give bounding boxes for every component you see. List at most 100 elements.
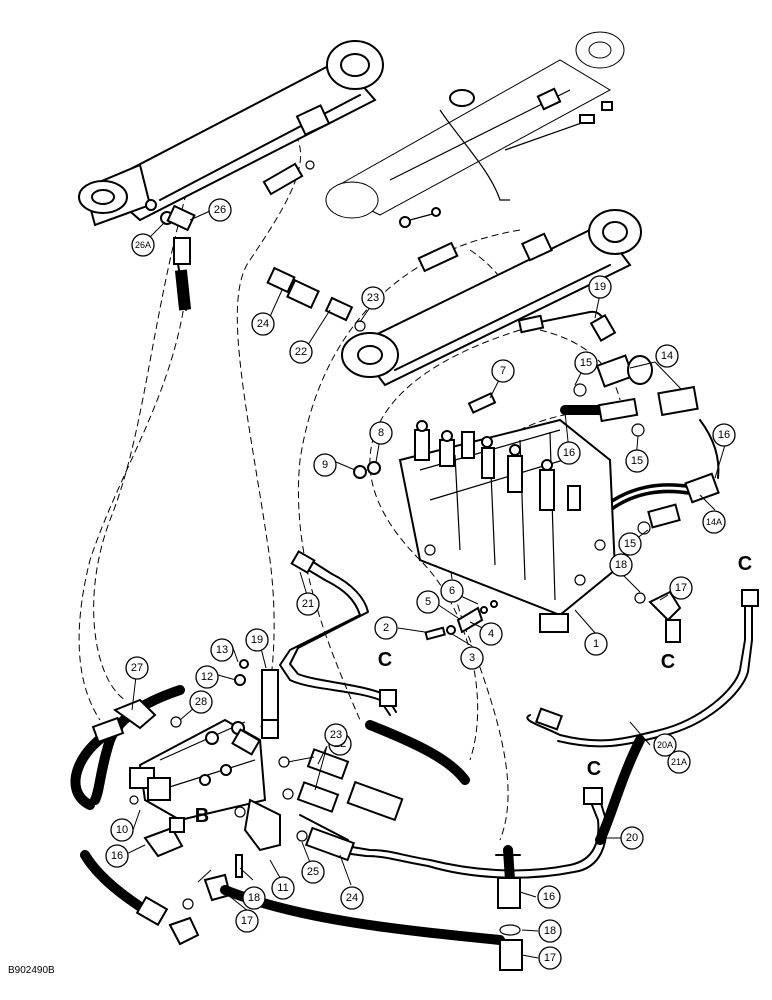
svg-text:16: 16	[111, 850, 123, 862]
callout-23: 23	[324, 723, 348, 747]
svg-text:18: 18	[248, 892, 260, 904]
callout-7: 7	[491, 359, 515, 383]
callout-19: 19	[588, 275, 612, 299]
connector-letter: C	[661, 651, 675, 673]
svg-text:18: 18	[615, 559, 627, 571]
svg-text:9: 9	[322, 459, 328, 471]
svg-text:16: 16	[543, 891, 555, 903]
callout-14: 14	[655, 344, 679, 368]
svg-text:24: 24	[346, 892, 358, 904]
callout-20: 20	[620, 826, 644, 850]
svg-text:5: 5	[425, 596, 431, 608]
callout-20a: 20A	[653, 733, 677, 757]
callout-21: 21	[296, 592, 320, 616]
callout-21a: 21A	[667, 750, 691, 774]
callout-16: 16	[537, 885, 561, 909]
callout-13: 13	[210, 638, 234, 662]
svg-text:23: 23	[330, 729, 342, 741]
callout-10: 10	[110, 818, 134, 842]
svg-text:19: 19	[251, 634, 263, 646]
svg-text:13: 13	[216, 644, 228, 656]
connector-letter: C	[378, 649, 392, 671]
fittings-22-25-lower	[234, 748, 404, 878]
callout-17: 17	[669, 576, 693, 600]
callout-24: 24	[340, 886, 364, 910]
callout-24: 24	[251, 312, 275, 336]
svg-text:27: 27	[131, 662, 143, 674]
svg-text:20: 20	[626, 832, 638, 844]
elbow-fitting-26	[160, 204, 196, 311]
callout-15: 15	[618, 532, 642, 556]
callout-4: 4	[479, 622, 503, 646]
fittings-22-24-top	[266, 266, 366, 332]
ghost-cylinder	[325, 31, 625, 228]
connector-letter: B	[195, 805, 209, 827]
main-control-valve	[398, 418, 617, 633]
callout-17: 17	[235, 909, 259, 933]
small-parts-2-9	[353, 392, 498, 641]
callout-14a: 14A	[702, 510, 726, 534]
svg-text:25: 25	[307, 866, 319, 878]
callout-16: 16	[105, 844, 129, 868]
callout-5: 5	[416, 590, 440, 614]
svg-text:24: 24	[257, 318, 269, 330]
callout-19: 19	[245, 628, 269, 652]
callout-18: 18	[609, 553, 633, 577]
callout-18: 18	[538, 919, 562, 943]
svg-text:17: 17	[241, 915, 253, 927]
svg-text:8: 8	[378, 427, 384, 439]
svg-text:22: 22	[295, 346, 307, 358]
svg-text:6: 6	[449, 585, 455, 597]
fittings-bottom-16-18	[495, 845, 523, 971]
callout-22: 22	[289, 340, 313, 364]
svg-text:16: 16	[563, 447, 575, 459]
callout-16: 16	[557, 441, 581, 465]
svg-text:7: 7	[500, 365, 506, 377]
svg-text:15: 15	[624, 538, 636, 550]
callout-26a: 26A	[131, 233, 155, 257]
svg-text:12: 12	[201, 671, 213, 683]
svg-text:3: 3	[469, 652, 475, 664]
hoses-left	[70, 685, 505, 946]
callout-1: 1	[584, 632, 608, 656]
callout-6: 6	[440, 579, 464, 603]
lower-control-valve	[129, 659, 279, 822]
callout-9: 9	[313, 453, 337, 477]
figure-code: B902490B	[8, 965, 55, 976]
svg-text:15: 15	[631, 455, 643, 467]
cylinder-middle	[341, 209, 642, 387]
svg-text:21A: 21A	[671, 757, 687, 767]
svg-text:14: 14	[661, 350, 673, 362]
svg-text:4: 4	[488, 628, 494, 640]
connector-letter: C	[587, 758, 601, 780]
svg-text:28: 28	[195, 696, 207, 708]
callout-15: 15	[574, 351, 598, 375]
connector-letter: C	[738, 553, 752, 575]
tube-19-top	[517, 310, 617, 343]
svg-text:16: 16	[718, 429, 730, 441]
callout-11: 11	[271, 876, 295, 900]
callout-25: 25	[301, 860, 325, 884]
svg-text:17: 17	[544, 952, 556, 964]
svg-text:23: 23	[367, 292, 379, 304]
callout-26: 26	[208, 198, 232, 222]
callout-17: 17	[538, 946, 562, 970]
svg-text:26: 26	[214, 204, 226, 216]
callout-8: 8	[369, 421, 393, 445]
callout-27: 27	[125, 656, 149, 680]
callout-23: 23	[361, 286, 385, 310]
cylinder-top-left	[78, 40, 384, 227]
svg-text:11: 11	[277, 882, 288, 894]
svg-text:15: 15	[580, 357, 592, 369]
callout-3: 3	[460, 646, 484, 670]
fitting-17-right	[634, 590, 682, 643]
svg-text:26A: 26A	[135, 240, 151, 250]
svg-text:18: 18	[544, 925, 556, 937]
svg-text:19: 19	[594, 281, 606, 293]
svg-text:14A: 14A	[706, 517, 722, 527]
connector-letters: C C C C B	[195, 553, 752, 827]
callout-28: 28	[189, 690, 213, 714]
svg-text:20A: 20A	[657, 740, 673, 750]
callouts: 1 2 3 4 5 6 7 8 9 10 11 12 13 14 14A 15 …	[105, 198, 736, 970]
